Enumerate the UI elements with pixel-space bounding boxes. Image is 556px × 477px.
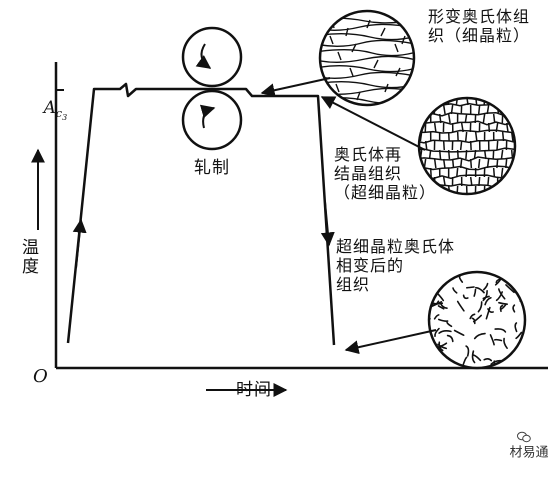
- process-diagram: Ac3 O 温度 时间 轧制 形变奥氏体组 织（细晶粒） 奥氏体再 结晶组织 （…: [0, 0, 556, 425]
- diagram-canvas: [0, 0, 556, 425]
- pointer-arrows: [262, 78, 436, 350]
- recrystallized-structure-label: 奥氏体再 结晶组织 （超细晶粒）: [334, 146, 436, 203]
- wechat-channel-icon: [493, 415, 507, 427]
- arrow-to-deformed: [262, 78, 330, 93]
- ac3-subsubscript: 3: [62, 114, 67, 123]
- origin-label: O: [33, 366, 48, 387]
- deformed-structure-label: 形变奥氏体组 织（细晶粒）: [428, 8, 530, 46]
- arrow-to-transformed: [346, 330, 436, 350]
- upper-roll: [183, 28, 241, 86]
- x-axis-label: 时间: [236, 380, 272, 400]
- y-axis-label: 温度: [18, 238, 38, 276]
- micrograph-deformed-austenite: [315, 11, 420, 105]
- transformed-structure-label: 超细晶粒奥氏体 相变后的 组织: [336, 238, 455, 295]
- watermark: 材易通: [476, 400, 549, 477]
- ac3-label: Ac3: [22, 78, 67, 143]
- ac3-letter: A: [44, 98, 56, 118]
- lower-roll: [183, 91, 241, 149]
- heating-direction-arrow: [76, 220, 81, 268]
- rolling-label: 轧制: [194, 158, 230, 178]
- watermark-text: 材易通: [510, 446, 549, 461]
